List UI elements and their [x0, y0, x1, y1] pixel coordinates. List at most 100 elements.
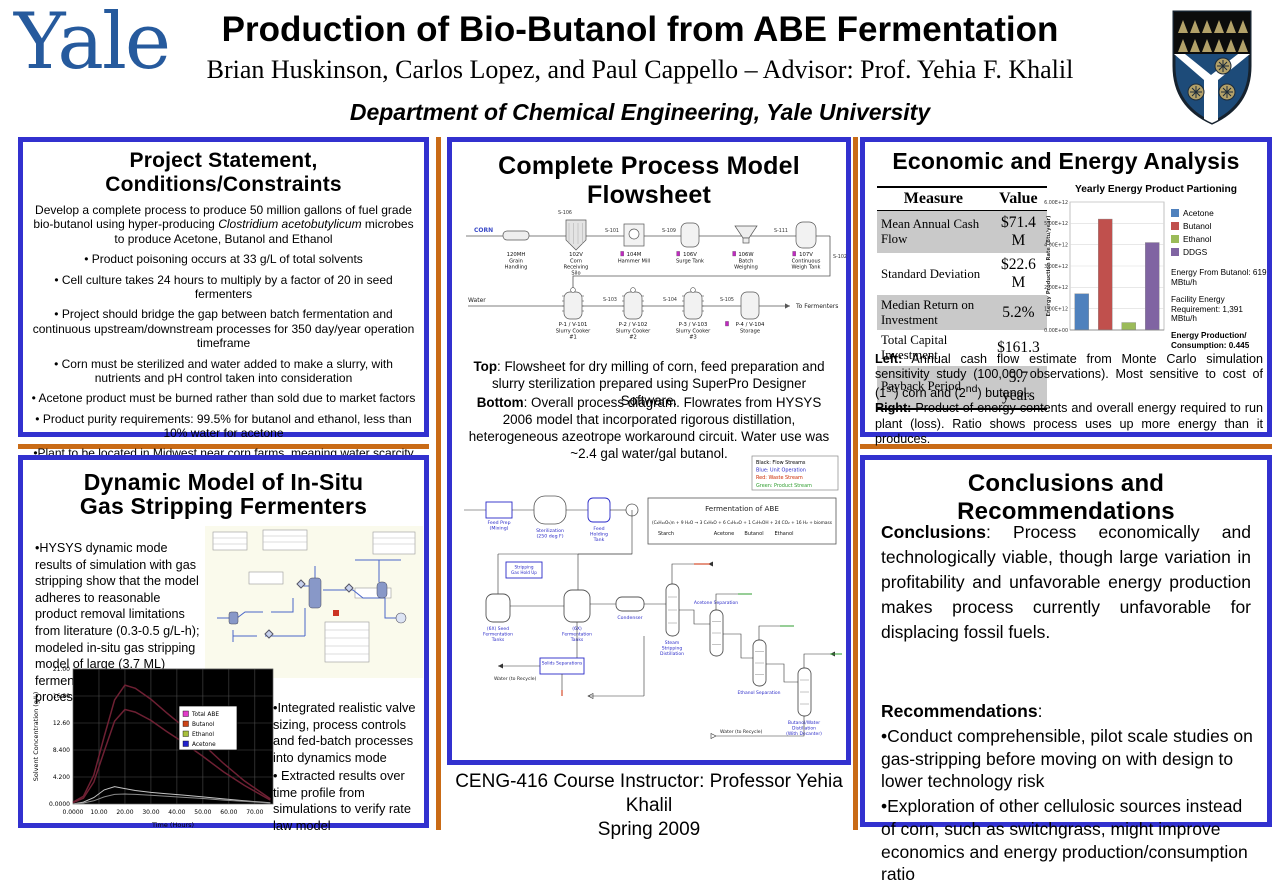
svg-text:50.00: 50.00	[194, 809, 211, 816]
svg-text:Black: Flow Streams: Black: Flow Streams	[756, 460, 806, 466]
svg-text:Butanol: Butanol	[744, 531, 763, 537]
svg-text:Time (Hours): Time (Hours)	[151, 821, 194, 829]
svg-text:102V: 102V	[569, 252, 583, 258]
project-intro: Develop a complete process to produce 50…	[33, 203, 414, 246]
svg-text:Total ABE: Total ABE	[191, 712, 219, 718]
svg-text:6.00E+12: 6.00E+12	[1044, 200, 1068, 206]
legend-item: Ethanol	[1171, 232, 1214, 245]
svg-text:Starch: Starch	[658, 531, 674, 537]
svg-text:#2: #2	[629, 335, 637, 341]
project-bullet: • Project should bridge the gap between …	[32, 307, 415, 351]
conclusions-paragraph: Conclusions: Process economically and te…	[881, 522, 1251, 643]
flowsheet-caption-top: Top: Flowsheet for dry milling of corn, …	[473, 359, 825, 409]
row-separator-right	[860, 444, 1272, 449]
conclusions-panel: Conclusions and Recommendations Conclusi…	[860, 455, 1272, 884]
svg-text:Holding: Holding	[590, 532, 608, 538]
dynamic-bullet: •Integrated realistic valve sizing, proc…	[273, 700, 416, 765]
legend-swatch	[1171, 234, 1179, 243]
shield-chief	[1174, 12, 1250, 123]
dynamic-model-panel: Dynamic Model of In-Situ Gas Stripping F…	[18, 455, 429, 833]
svg-text:0.0000: 0.0000	[49, 801, 70, 808]
svg-text:S-105: S-105	[720, 297, 734, 303]
yale-wordmark: Yale	[14, 0, 171, 87]
project-bullet: • Cell culture takes 24 hours to multipl…	[54, 272, 393, 301]
svg-text:CORN: CORN	[474, 227, 493, 234]
economic-table: Measure Value Mean Annual Cash Flow$71.4…	[877, 186, 1047, 410]
svg-text:Tank: Tank	[593, 537, 605, 543]
svg-text:S-109: S-109	[662, 228, 676, 234]
svg-text:Water: Water	[468, 297, 486, 304]
svg-text:Grain: Grain	[509, 259, 523, 265]
svg-text:4.00E+12: 4.00E+12	[1044, 242, 1068, 248]
project-statement-panel: Project Statement, Conditions/Constraint…	[18, 137, 429, 489]
conclusions-title: Conclusions and Recommendations	[957, 470, 1175, 525]
svg-text:120MH: 120MH	[507, 252, 526, 258]
project-title: Project Statement, Conditions/Constraint…	[105, 149, 342, 196]
svg-text:Green: Product Stream: Green: Product Stream	[756, 483, 812, 489]
svg-text:(250 deg F): (250 deg F)	[536, 534, 563, 540]
svg-text:Ethanol Separation: Ethanol Separation	[738, 690, 781, 696]
svg-text:Red: Waste Stream: Red: Waste Stream	[756, 475, 803, 481]
authors-line: Brian Huskinson, Carlos Lopez, and Paul …	[206, 55, 1074, 84]
svg-text:(6X) Seed: (6X) Seed	[487, 626, 509, 632]
svg-text:1.00E+12: 1.00E+12	[1044, 306, 1068, 312]
svg-text:(C₆H₁₀O₅)n + 9 H₂O → 3 C₃H₆O +: (C₆H₁₀O₅)n + 9 H₂O → 3 C₃H₆O + 6 C₄H₁₀O …	[652, 520, 833, 526]
svg-text:Fermentation: Fermentation	[483, 632, 513, 638]
process-flowsheet-panel: Complete Process Model Flowsheet CORN Wat…	[447, 137, 851, 765]
legend-swatch	[1171, 247, 1179, 256]
economic-title: Economic and Energy Analysis	[892, 148, 1240, 174]
svg-text:Corn: Corn	[570, 259, 582, 265]
svg-text:Acetone: Acetone	[192, 742, 216, 748]
svg-text:106V: 106V	[683, 252, 697, 258]
recommendation-bullet: •Exploration of other cellulosic sources…	[881, 796, 1248, 885]
svg-text:S-103: S-103	[603, 297, 617, 303]
svg-text:Storage: Storage	[740, 329, 760, 335]
svg-text:Weigh Tank: Weigh Tank	[792, 265, 821, 271]
svg-text:0.00E+00: 0.00E+00	[1044, 328, 1068, 334]
chart-annotations: Energy From Butanol: 619 MBtu/h Facility…	[1171, 268, 1267, 351]
svg-text:12.60: 12.60	[53, 720, 70, 727]
legend-label: Ethanol	[1183, 233, 1212, 244]
flowsheet-title: Complete Process Model Flowsheet	[498, 152, 800, 209]
economic-caption: Left: Annual cash flow estimate from Mon…	[875, 352, 1263, 446]
svg-text:Sterilization: Sterilization	[536, 528, 564, 534]
project-bullet: • Acetone product must be burned rather …	[31, 391, 416, 406]
svg-text:P-3 / V-103: P-3 / V-103	[679, 322, 708, 328]
svg-text:(Mixing): (Mixing)	[489, 526, 508, 532]
svg-text:10.00: 10.00	[90, 809, 107, 816]
svg-text:16.80: 16.80	[53, 693, 70, 700]
svg-text:#3: #3	[689, 335, 697, 341]
svg-text:Fermentation of ABE: Fermentation of ABE	[705, 504, 779, 513]
bar-butanol	[1098, 218, 1113, 331]
svg-text:Solids Separations: Solids Separations	[542, 661, 583, 667]
svg-text:Receiving: Receiving	[564, 265, 589, 271]
svg-text:Feed: Feed	[593, 526, 604, 532]
svg-text:Batch: Batch	[739, 259, 754, 265]
dynamic-bullet: • Extracted results over time profile fr…	[273, 768, 411, 833]
svg-text:Water (to Recycle): Water (to Recycle)	[720, 729, 763, 735]
svg-text:Butanol: Butanol	[192, 722, 215, 728]
svg-text:S-111: S-111	[774, 228, 788, 234]
svg-text:40.00: 40.00	[168, 809, 185, 816]
recommendations-block: Recommendations: •Conduct comprehensible…	[881, 700, 1255, 886]
svg-text:20.00: 20.00	[116, 809, 133, 816]
table-row: Standard Deviation$22.6 M	[881, 256, 1036, 291]
svg-text:Blue: Unit Operation: Blue: Unit Operation	[756, 468, 806, 474]
svg-text:Solvent Concentration (g/L): Solvent Concentration (g/L)	[32, 692, 40, 782]
row-separator-left	[18, 444, 429, 449]
hysys-dynamic-flowsheet-image	[205, 526, 423, 678]
legend-label: Butanol	[1183, 220, 1212, 231]
svg-text:30.00: 30.00	[142, 809, 159, 816]
svg-text:Handling: Handling	[505, 265, 528, 271]
fermentation-reaction-box: Fermentation of ABE (C₆H₁₀O₅)n + 9 H₂O → …	[647, 497, 837, 545]
svg-text:Feed Prep: Feed Prep	[487, 520, 510, 526]
flowsheet-caption-bottom: Bottom: Overall process diagram. Flowrat…	[468, 395, 830, 462]
svg-text:Acetone: Acetone	[714, 531, 734, 537]
svg-text:3.00E+12: 3.00E+12	[1044, 264, 1068, 270]
svg-text:107V: 107V	[799, 252, 813, 258]
